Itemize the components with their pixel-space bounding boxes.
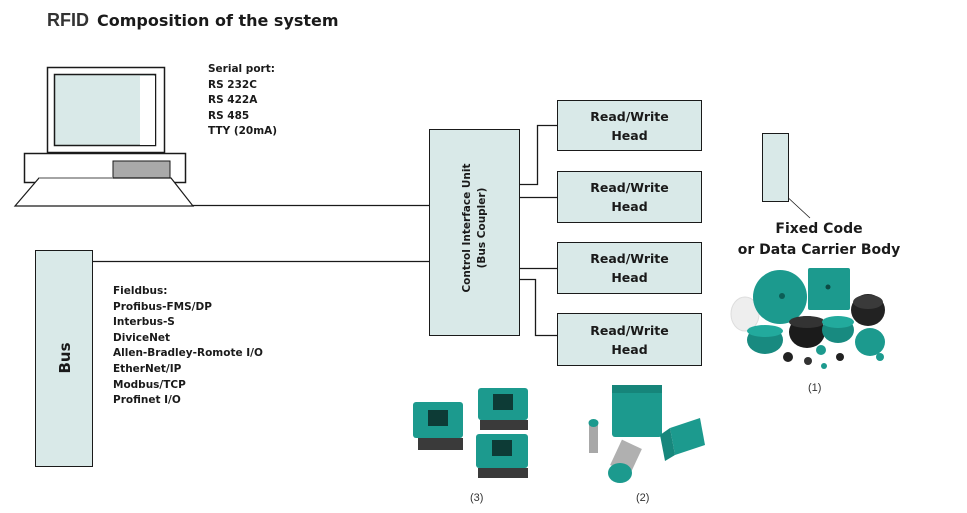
data-carriers-photo (730, 268, 885, 369)
fieldbus-item: Allen-Bradley-Romote I/O (113, 347, 263, 360)
head-label-line1: Read/Write (590, 251, 669, 266)
caption-1: (1) (808, 382, 822, 394)
serial-port-item: RS 232C (208, 78, 257, 91)
fieldbus-item: DiviceNet (113, 331, 171, 344)
serial-port-item: RS 422A (208, 94, 258, 107)
computer-icon (13, 66, 195, 207)
head-label-line2: Head (611, 199, 648, 214)
control-unit-device (476, 434, 528, 478)
head-label-line1: Read/Write (590, 180, 669, 195)
head-label-line2: Head (611, 270, 648, 285)
caption-2: (2) (636, 492, 650, 504)
fieldbus-heading: Fieldbus: (113, 285, 168, 297)
serial-port-item: RS 485 (208, 109, 250, 122)
fieldbus-item: EtherNet/IP (113, 362, 182, 375)
title-text: Composition of the system (97, 11, 339, 30)
bus-label: Bus (56, 342, 74, 374)
control-unit-line1: Control Interface Unit (461, 163, 473, 293)
carrier-label: Fixed Code or Data Carrier Body (735, 219, 903, 261)
head-label-line1: Read/Write (590, 108, 669, 124)
fieldbus-item: Profibus-FMS/DP (113, 300, 212, 313)
carrier-label-line1: Fixed Code (775, 221, 863, 237)
control-unit-label: Control Interface Unit (Bus Coupler) (460, 123, 490, 333)
data-carrier-box (762, 133, 789, 202)
control-unit-device (478, 388, 528, 430)
caption-3: (3) (470, 492, 484, 504)
head-1-line (519, 124, 558, 186)
page-title: RFID Composition of the system (47, 10, 339, 31)
control-interface-unit-box: Control Interface Unit (Bus Coupler) (429, 129, 520, 336)
head-label-line1: Read/Write (590, 322, 669, 338)
fieldbus-item: Modbus/TCP (113, 378, 186, 391)
serial-port-list: Serial port: RS 232C RS 422A RS 485 TTY … (208, 62, 277, 140)
head-label-line2: Head (611, 341, 648, 357)
head-label-line2: Head (611, 127, 648, 143)
bus-box: Bus (35, 250, 93, 467)
control-unit-line2: (Bus Coupler) (476, 187, 488, 269)
rfid-tag: RFID (47, 10, 89, 30)
control-interface-units-photo (413, 388, 528, 478)
serial-port-heading: Serial port: (208, 63, 275, 75)
carrier-label-line2: or Data Carrier Body (737, 242, 901, 258)
fieldbus-item: Profinet I/O (113, 394, 181, 407)
head-4-line (519, 278, 558, 337)
fieldbus-list: Fieldbus: Profibus-FMS/DP Interbus-S Div… (113, 284, 263, 409)
control-unit-device (413, 402, 463, 450)
read-write-heads-photo (588, 385, 705, 483)
serial-port-item: TTY (20mA) (208, 125, 278, 138)
fieldbus-item: Interbus-S (113, 316, 175, 329)
